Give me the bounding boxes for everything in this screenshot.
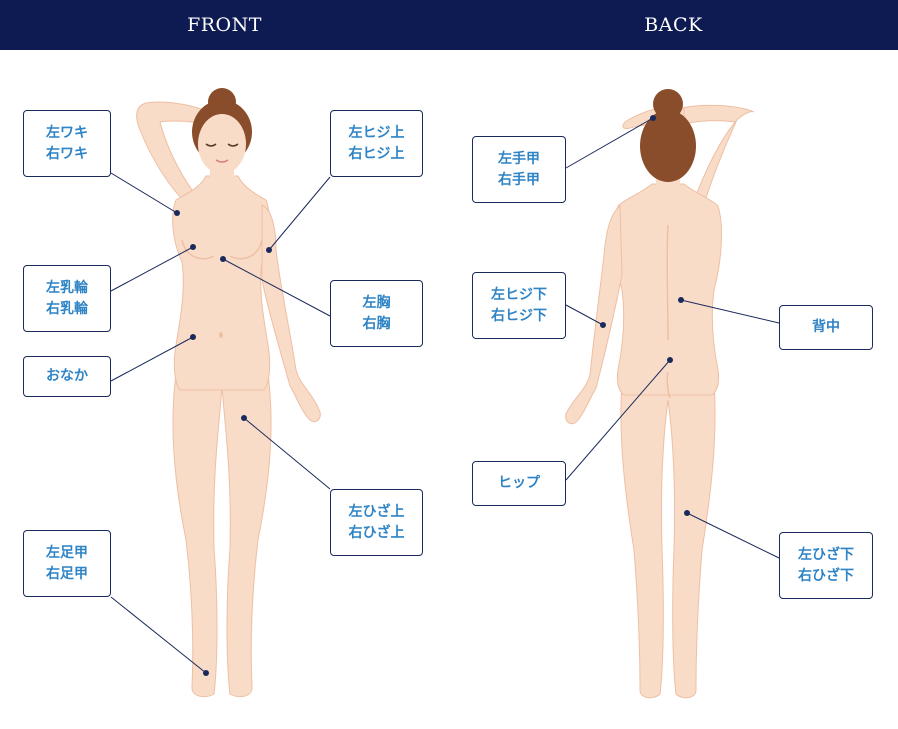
label-mune-left: 左胸 [362,294,391,311]
back-legs [620,379,716,699]
label-senaka[interactable]: 背中 [779,305,873,350]
label-hiza-shita[interactable]: 左ひざ下 右ひざ下 [779,532,873,599]
leader-hiji-ue [268,176,331,251]
front-mouth [215,159,229,163]
point-dots [174,115,690,676]
leader-lines [110,117,780,674]
leader-ashi-ko [110,596,207,674]
dot-senaka [678,297,684,303]
label-hiza-shita-right: 右ひざ下 [798,567,854,584]
back-spine-line [666,224,669,341]
front-navel [219,332,223,338]
label-hiza-ue[interactable]: 左ひざ上 右ひざ上 [330,489,423,556]
back-title: BACK [644,14,703,36]
leader-mune [222,258,331,317]
label-mune[interactable]: 左胸 右胸 [330,280,423,347]
label-hiji-shita[interactable]: 左ヒジ下 右ヒジ下 [472,272,566,339]
label-hiji-ue-left: 左ヒジ上 [348,124,405,141]
label-te-ko[interactable]: 左手甲 右手甲 [472,136,566,203]
label-nyurin-left: 左乳輪 [46,279,88,296]
label-waki[interactable]: 左ワキ 右ワキ [23,110,111,177]
label-waki-right: 右ワキ [46,145,88,162]
back-hanging-arm [565,204,623,425]
label-ashi-ko[interactable]: 左足甲 右足甲 [23,530,111,597]
dot-nyurin [190,244,196,250]
label-mune-right: 右胸 [362,315,391,332]
dot-waki [174,210,180,216]
label-hiji-ue-right: 右ヒジ上 [348,145,405,162]
dot-hiji-ue [266,247,272,253]
back-figure [565,89,755,699]
dot-hiza-ue [241,415,247,421]
back-hair [640,110,696,182]
label-ashi-ko-left: 左足甲 [46,544,88,561]
leader-hiza-ue [243,417,331,490]
leader-waki [110,172,178,214]
dot-onaka [190,334,196,340]
leader-hiji-shita [565,304,604,326]
label-hiza-ue-right: 右ひざ上 [348,524,405,541]
back-raised-arm [681,104,755,211]
label-onaka-text: おなか [46,368,88,384]
label-hiza-shita-left: 左ひざ下 [798,546,854,563]
label-hip-text: ヒップ [498,475,540,491]
leader-nyurin [110,246,194,292]
dot-ashi-ko [203,670,209,676]
leader-hiza-shita [686,512,780,559]
label-hiji-shita-right: 右ヒジ下 [491,307,547,324]
dot-hiji-shita [600,322,606,328]
front-hanging-arm [261,204,321,423]
front-face [198,114,246,174]
leader-hip [565,359,671,481]
leader-senaka [680,299,780,324]
front-title: FRONT [187,14,262,36]
dot-mune [220,256,226,262]
label-hiji-ue[interactable]: 左ヒジ上 右ヒジ上 [330,110,423,177]
leader-te-ko [565,117,654,169]
label-nyurin-right: 右乳輪 [46,300,88,317]
leader-onaka [110,336,194,382]
front-legs [172,359,272,698]
label-hiza-ue-left: 左ひざ上 [348,503,405,520]
label-nyurin[interactable]: 左乳輪 右乳輪 [23,265,111,332]
dot-te-ko [650,115,656,121]
front-raised-arm [136,101,205,206]
label-waki-left: 左ワキ [46,124,88,141]
label-senaka-text: 背中 [812,319,840,335]
back-hip-crease [666,371,671,399]
front-eyes [205,143,239,147]
label-hiji-shita-left: 左ヒジ下 [491,286,547,303]
front-figure [136,88,321,698]
front-torso [172,175,271,391]
label-onaka[interactable]: おなか [23,356,111,397]
label-hip[interactable]: ヒップ [472,461,566,506]
front-chest-lines [181,239,263,260]
dot-hiza-shita [684,510,690,516]
label-te-ko-right: 右手甲 [498,171,540,188]
header-bar: FRONT BACK [0,0,898,50]
label-ashi-ko-right: 右足甲 [46,565,88,582]
dot-hip [667,357,673,363]
label-te-ko-left: 左手甲 [498,150,540,167]
